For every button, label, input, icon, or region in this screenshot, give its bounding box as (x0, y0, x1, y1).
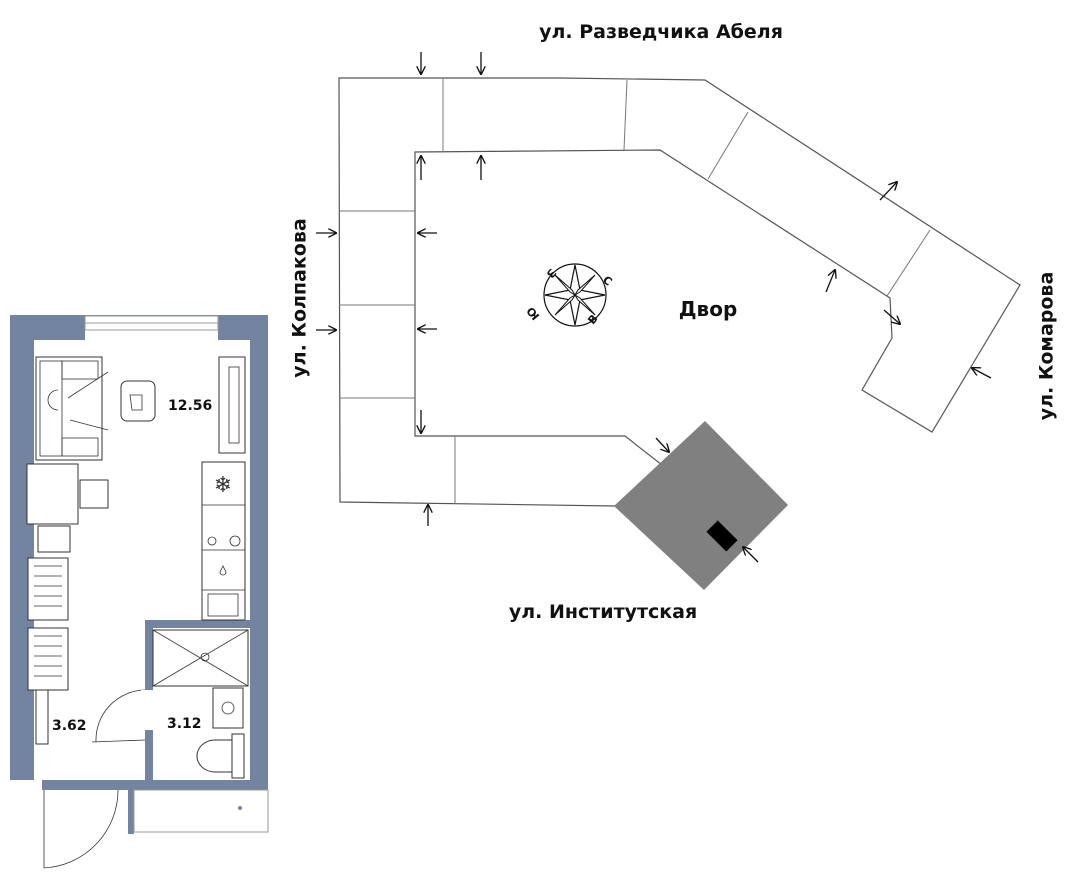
apartment-plan: ❄ 12.56 3.62 3.12 (10, 315, 269, 869)
compass-west: З (544, 266, 559, 280)
street-north: ул. Разведчика Абеля (539, 21, 783, 43)
shower (152, 629, 249, 687)
street-west: ул. Колпакова (289, 218, 311, 377)
tv-stand (218, 356, 246, 454)
compass-south: Ю (524, 304, 542, 322)
hall-area-label: 3.62 (52, 718, 87, 734)
toilet (196, 733, 245, 779)
kitchen-counter: ❄ (201, 461, 246, 621)
site-plan: С В Ю З Двор ул. Разведчика Абеля ул. Ин… (289, 21, 1058, 623)
entrance-marker (706, 520, 738, 552)
fridge-icon: ❄ (214, 473, 232, 498)
bathroom-wall (145, 620, 250, 628)
sofa (35, 356, 109, 461)
bath-area-label: 3.12 (167, 716, 202, 732)
section-dividers (339, 78, 931, 504)
highlighted-section (614, 421, 788, 590)
entrance-arrows (316, 52, 992, 563)
compass-north: С (600, 273, 615, 288)
dining-table (26, 463, 109, 553)
compass-east: В (585, 312, 600, 327)
courtyard-label: Двор (679, 297, 738, 321)
street-south: ул. Институтская (509, 601, 697, 623)
living-area-label: 12.56 (168, 398, 212, 414)
sink (212, 687, 244, 729)
wardrobe (27, 557, 69, 745)
building-outline (338, 77, 1021, 507)
compass-rose: С В Ю З (524, 263, 615, 327)
coffee-table (120, 380, 156, 422)
street-east: ул. Комарова (1036, 272, 1058, 421)
